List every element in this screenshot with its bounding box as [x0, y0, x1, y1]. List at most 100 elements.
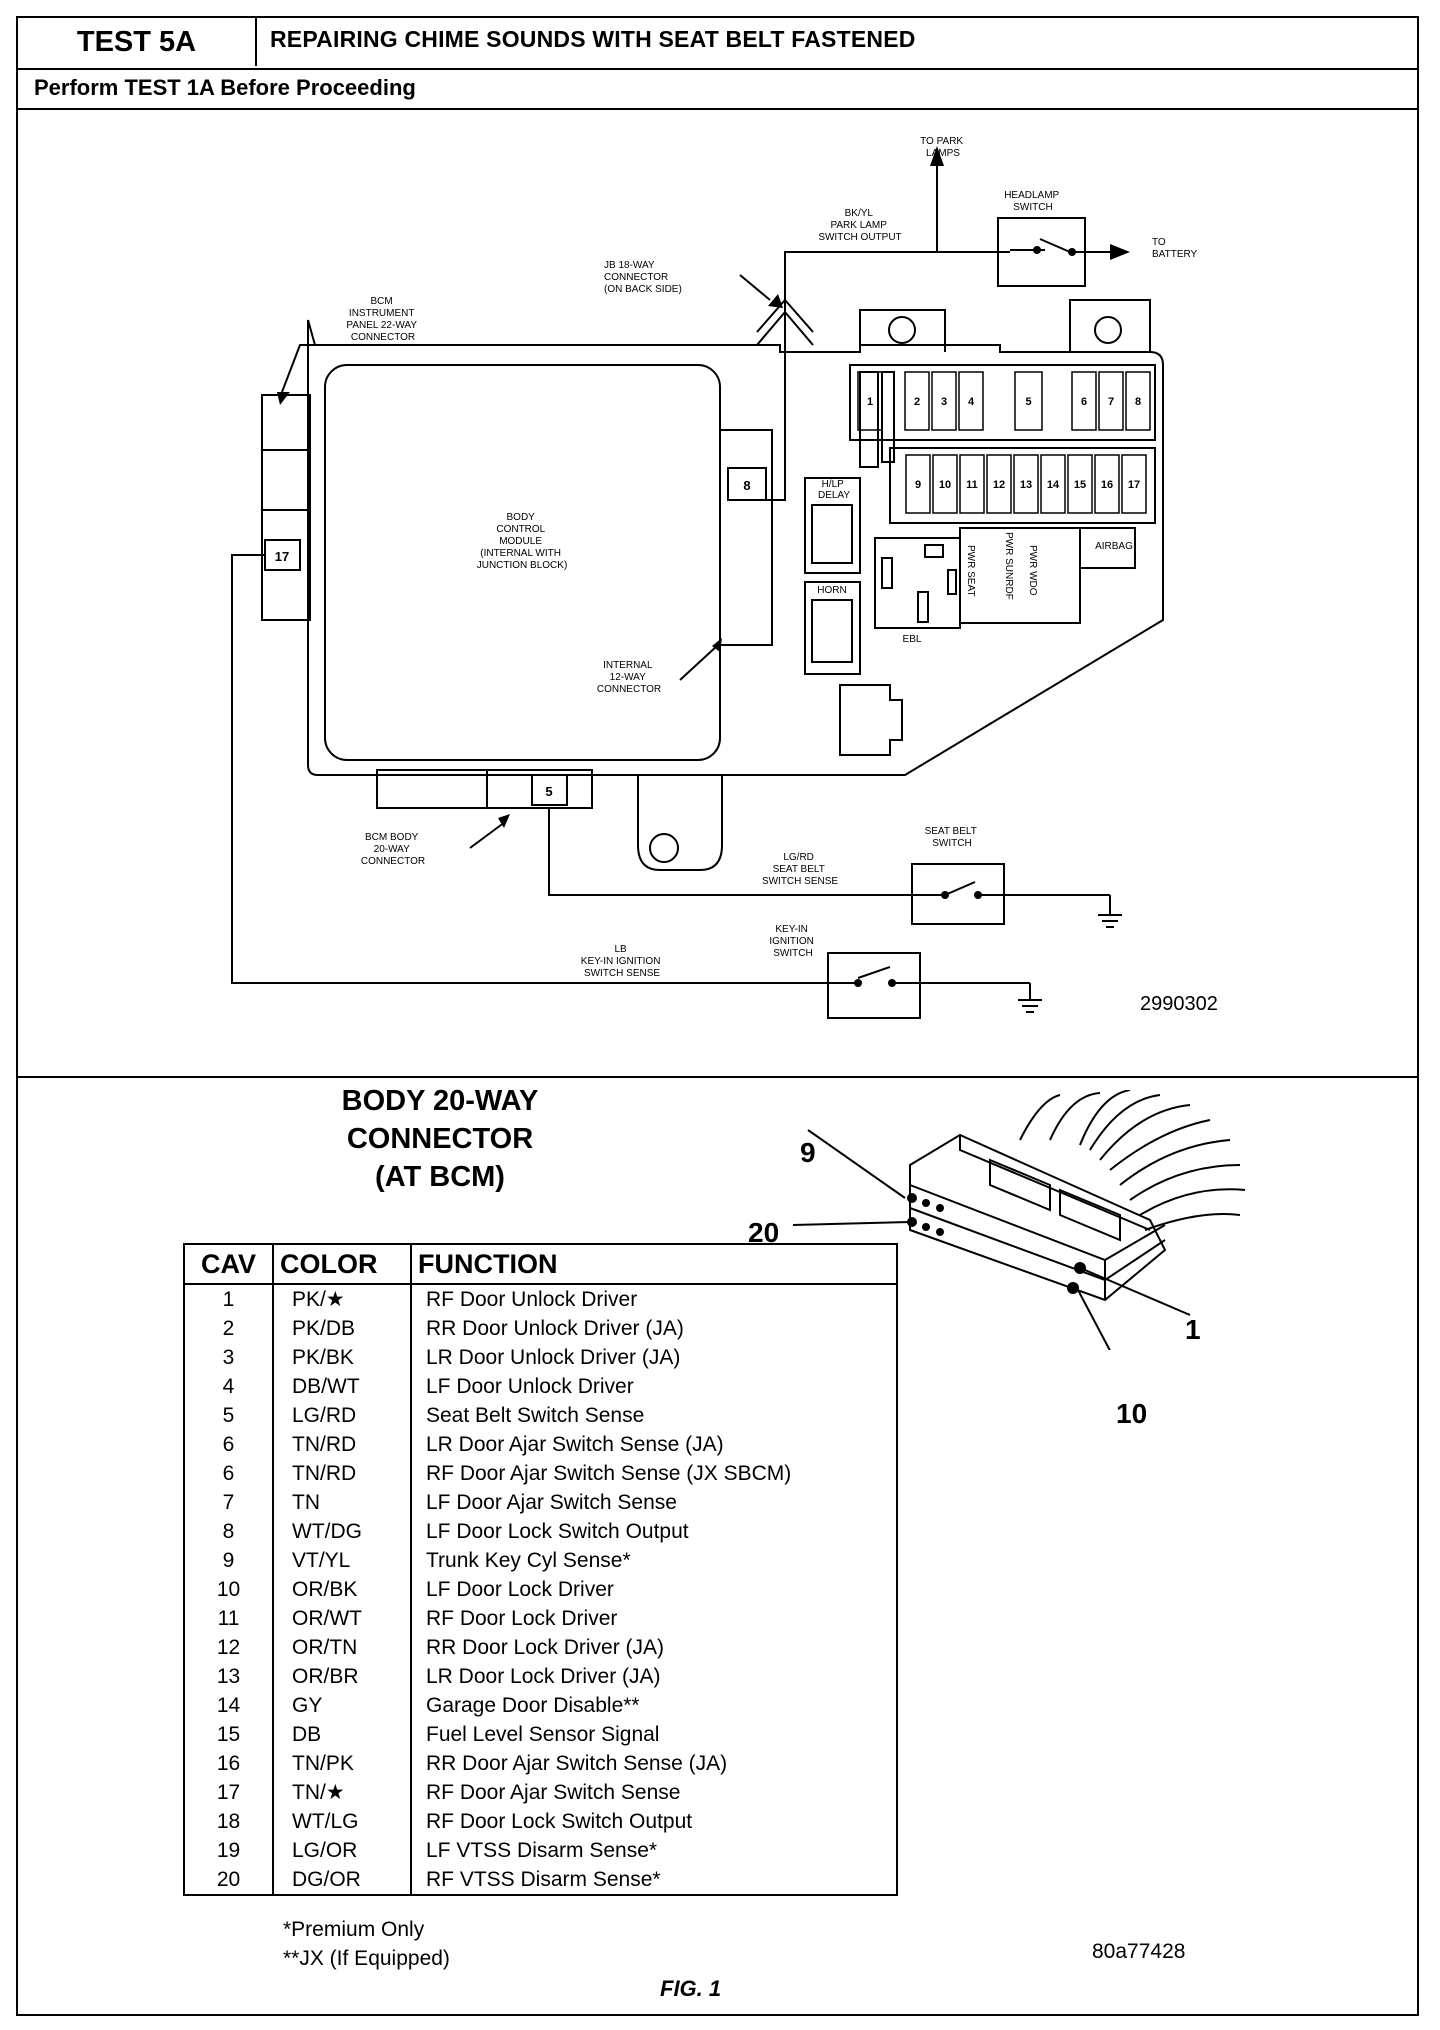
figure-caption: FIG. 1: [660, 1976, 722, 2001]
fuse-6-cell: [1071, 371, 1097, 431]
ground-symbol-key-in: [1018, 999, 1042, 1013]
fuse-8-cell: [1125, 371, 1151, 431]
fuse-10-cell: [932, 454, 958, 514]
label-body-control-module: BODY CONTROL MODULE (INTERNAL WITH JUNCT…: [477, 512, 568, 571]
cav-cell: 6: [184, 1459, 274, 1488]
color-cell: VT/YL: [273, 1546, 412, 1575]
key-in-switch-box: [827, 952, 921, 1019]
function-cell: RF Door Ajar Switch Sense (JX SBCM): [426, 1462, 792, 1485]
function-cell: Fuel Level Sensor Signal: [426, 1723, 660, 1746]
footnote-premium: *Premium Only: [283, 1918, 425, 1941]
pin-17-label: 17: [275, 549, 289, 564]
park-lamp-arrow: [930, 146, 944, 166]
color-cell: OR/BR: [273, 1662, 412, 1691]
fuse-8-label: 8: [1135, 396, 1141, 408]
pin-8-box: [727, 467, 767, 501]
cav-cell: 12: [184, 1633, 274, 1662]
internal-12way-connector: [719, 429, 773, 646]
connector-title-line2: CONNECTOR: [346, 1123, 534, 1155]
header-function: FUNCTION: [411, 1244, 897, 1285]
connector-title: BODY 20-WAY CONNECTOR (AT BCM): [260, 1082, 620, 1196]
label-pwr-wdo: PWR WDO: [1027, 545, 1038, 596]
relay-horn: [804, 581, 861, 675]
fuse-14-label: 14: [1047, 479, 1060, 491]
label-hlp-delay: H/LP DELAY: [818, 479, 850, 501]
cav-cell: 15: [184, 1720, 274, 1749]
fuse-4-label: 4: [968, 396, 975, 408]
test-title: REPAIRING CHIME SOUNDS WITH SEAT BELT FA…: [270, 26, 916, 52]
bcm-housing: [307, 319, 1164, 776]
label-internal-12way: INTERNAL 12-WAY CONNECTOR: [597, 660, 661, 695]
relay-block-pwr: [959, 527, 1081, 624]
fuse-1-tab: [859, 371, 879, 468]
fuse-14-cell: [1040, 454, 1066, 514]
fuse-1-cell: [857, 371, 883, 431]
fuse-row-bottom: [889, 447, 1156, 524]
color-cell: PK/★: [273, 1284, 412, 1314]
cav-cell: 6: [184, 1430, 274, 1459]
fuse-10-label: 10: [939, 479, 951, 491]
connector-title-line3: (AT BCM): [375, 1161, 505, 1193]
test-id: TEST 5A: [18, 18, 257, 66]
function-cell: LR Door Ajar Switch Sense (JA): [426, 1433, 724, 1456]
fuse-12-cell: [986, 454, 1012, 514]
cav-cell: 4: [184, 1372, 274, 1401]
label-jb-18way: JB 18-WAY CONNECTOR (ON BACK SIDE): [604, 260, 682, 295]
function-cell: LR Door Lock Driver (JA): [426, 1665, 661, 1688]
cav-cell: 17: [184, 1778, 274, 1807]
relay-hlp-delay: [804, 477, 861, 574]
function-cell: LF Door Lock Switch Output: [426, 1520, 689, 1543]
function-cell: LF Door Unlock Driver: [426, 1375, 634, 1398]
pin-8-label: 8: [743, 478, 750, 493]
fuse-1-label: 1: [867, 396, 873, 408]
label-bcm-ip-22way: BCM INSTRUMENT PANEL 22-WAY CONNECTOR: [346, 296, 419, 343]
label-key-in-switch: KEY-IN IGNITION SWITCH: [769, 924, 816, 959]
label-park-lamp-wire: BK/YL PARK LAMP SWITCH OUTPUT: [818, 208, 901, 243]
lower-socket: [839, 684, 903, 756]
label-ebl: EBL: [903, 634, 922, 645]
fuse-13-label: 13: [1020, 479, 1032, 491]
cav-cell: 1: [184, 1284, 274, 1314]
fuse-2-label: 2: [914, 396, 920, 408]
color-cell: TN/RD: [273, 1459, 412, 1488]
park-lamp-wire: [765, 251, 1010, 501]
mount-tab-right: [1069, 299, 1151, 352]
seat-belt-sense-wire: [548, 808, 912, 896]
cav-cell: 14: [184, 1691, 274, 1720]
cav-cell: 11: [184, 1604, 274, 1633]
label-pwr-sunrdf: PWR SUNRDF: [1003, 532, 1014, 600]
subheader-row: Perform TEST 1A Before Proceeding: [18, 68, 1417, 110]
function-cell: RF Door Lock Driver: [426, 1607, 618, 1630]
cav-cell: 19: [184, 1836, 274, 1865]
fuse-5-label: 5: [1025, 396, 1031, 408]
color-cell: OR/TN: [273, 1633, 412, 1662]
fuse-11-label: 11: [966, 479, 978, 491]
fuse-3-cell: [931, 371, 957, 431]
color-cell: WT/LG: [273, 1807, 412, 1836]
mount-tab: [637, 775, 723, 871]
function-cell: LF VTSS Disarm Sense*: [426, 1839, 658, 1862]
color-cell: DB: [273, 1720, 412, 1749]
function-cell: Trunk Key Cyl Sense*: [426, 1549, 631, 1572]
cav-cell: 8: [184, 1517, 274, 1546]
label-bcm-body-20way: BCM BODY 20-WAY CONNECTOR: [361, 832, 425, 867]
bcm-body-20way-connector: [376, 769, 593, 809]
label-seat-belt-switch: SEAT BELT SWITCH: [925, 826, 980, 849]
label-pwr-seat: PWR SEAT: [965, 545, 976, 596]
bcm-ip-22way-connector: [261, 394, 311, 621]
pin-5-label: 5: [545, 784, 552, 799]
fuse-17-cell: [1121, 454, 1147, 514]
label-horn: HORN: [817, 585, 846, 596]
